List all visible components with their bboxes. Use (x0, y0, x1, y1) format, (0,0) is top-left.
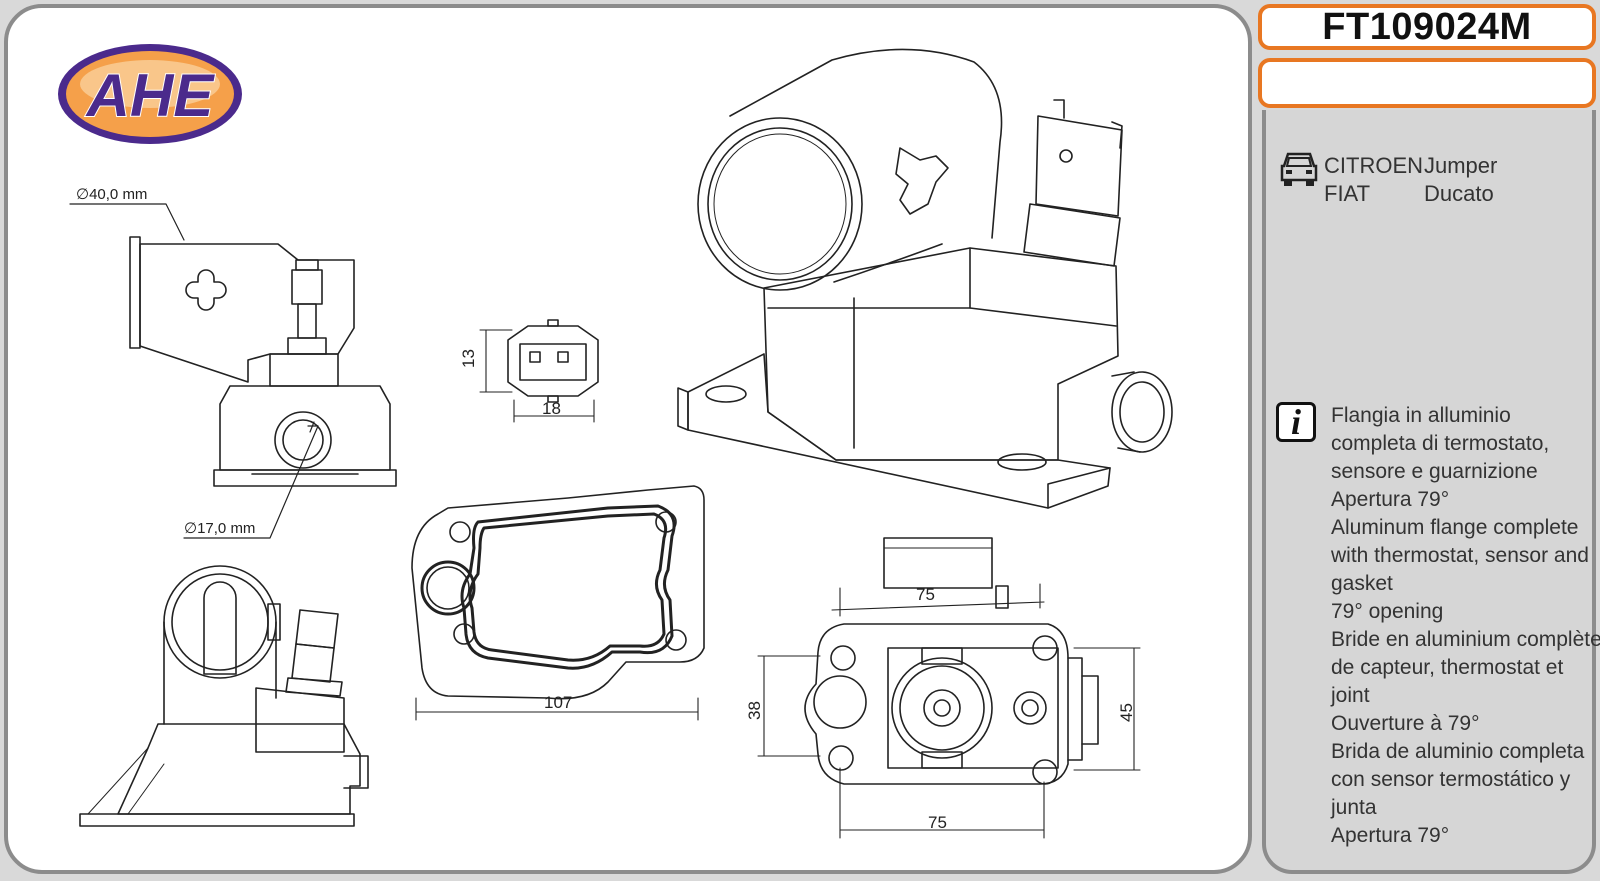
dimension-flange-height-left: 38 (745, 701, 764, 720)
info-panel (1262, 110, 1596, 874)
description-line: Bride en aluminium complète (1331, 628, 1600, 651)
flange-bottom-view (804, 537, 1099, 785)
description-line: sensore e guarnizione (1331, 460, 1538, 483)
dimension-inlet-diameter: ∅17,0 mm (184, 520, 255, 537)
connector-front-view (507, 319, 599, 403)
vehicle-make: CITROEN (1324, 153, 1423, 178)
car-front-icon (1280, 152, 1318, 186)
secondary-code-box (1258, 58, 1596, 108)
dimension-hole-spacing-top: 75 (916, 585, 935, 604)
vehicle-make: FIAT (1324, 181, 1371, 206)
part-code: FT109024M (1258, 4, 1596, 50)
description-line: Flangia in alluminio (1331, 404, 1511, 427)
vehicle-list: CITROEN Jumper FIAT Ducato (1278, 152, 1578, 208)
side-view-drawing (129, 236, 397, 487)
description-line: completa di termostato, (1331, 432, 1550, 455)
isometric-view-drawing (677, 48, 1173, 509)
description-line: de capteur, thermostat et (1331, 656, 1564, 679)
dimension-connector-width: 18 (542, 399, 561, 418)
gasket-drawing (411, 485, 705, 700)
description-line: Aluminum flange complete (1331, 516, 1579, 539)
vehicle-row: CITROEN Jumper (1278, 152, 1578, 180)
logo-text: AHE (85, 62, 216, 129)
back-view-drawing (79, 565, 369, 827)
description-line: Ouverture à 79° (1331, 712, 1480, 735)
description-line: Apertura 79° (1331, 824, 1450, 847)
description-line: con sensor termostático y (1331, 768, 1571, 791)
vehicle-row: FIAT Ducato (1278, 180, 1578, 208)
technical-drawing-panel: AHE ∅40,0 mm ∅17,0 mm 13 18 107 75 75 38… (4, 4, 1252, 874)
vehicle-model: Ducato (1424, 181, 1494, 206)
info-icon: i (1276, 402, 1316, 442)
description-line: Apertura 79° (1331, 488, 1450, 511)
description-line: Brida de aluminio completa (1331, 740, 1585, 763)
technical-drawing: AHE ∅40,0 mm ∅17,0 mm 13 18 107 75 75 38… (58, 44, 1173, 839)
dimension-hole-spacing-bottom: 75 (928, 813, 947, 832)
description-line: junta (1331, 796, 1377, 819)
product-description: Flangia in alluminio completa di termost… (1331, 402, 1600, 850)
description-line: 79° opening (1331, 600, 1444, 623)
dimension-gasket-width: 107 (544, 693, 572, 712)
description-line: gasket (1331, 572, 1393, 595)
dimension-flange-height-right: 45 (1117, 703, 1136, 722)
dimension-outlet-diameter: ∅40,0 mm (76, 186, 147, 203)
vehicle-model: Jumper (1424, 153, 1498, 178)
description-line: with thermostat, sensor and (1331, 544, 1589, 567)
ahe-logo (58, 44, 242, 144)
dimension-connector-height: 13 (459, 349, 478, 368)
description-line: joint (1331, 684, 1370, 707)
